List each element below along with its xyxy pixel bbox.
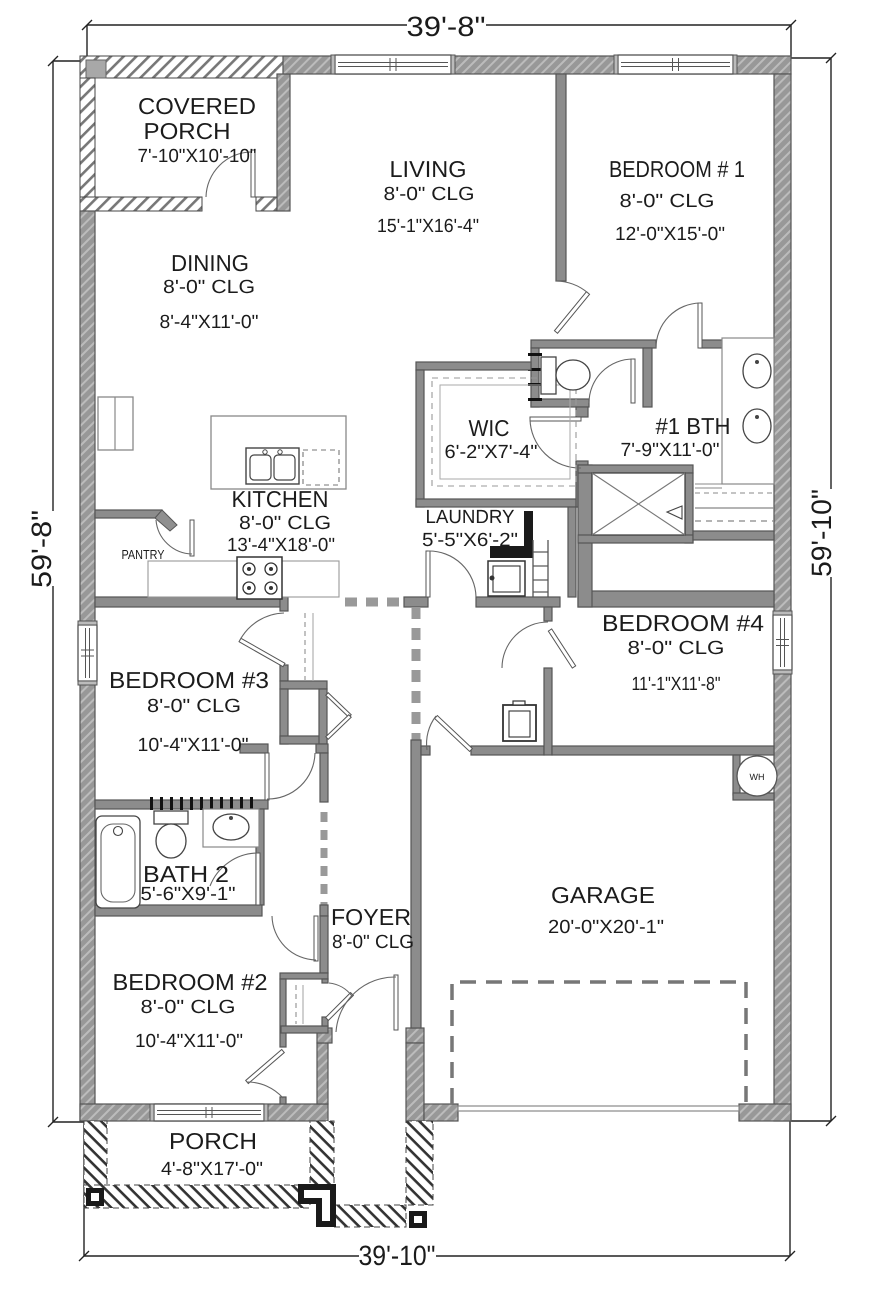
svg-text:PANTRY: PANTRY xyxy=(122,547,165,562)
svg-text:8'-0" CLG: 8'-0" CLG xyxy=(620,191,715,212)
svg-text:WIC: WIC xyxy=(469,415,510,441)
svg-text:8'-0" CLG: 8'-0" CLG xyxy=(147,696,241,717)
svg-text:39'-10": 39'-10" xyxy=(359,1240,436,1271)
svg-text:#1 BTH: #1 BTH xyxy=(656,413,731,439)
svg-text:20'-0"X20'-1": 20'-0"X20'-1" xyxy=(548,917,664,938)
svg-text:BATH 2: BATH 2 xyxy=(143,861,229,887)
svg-text:BEDROOM #4: BEDROOM #4 xyxy=(602,610,764,636)
svg-text:8'-0" CLG: 8'-0" CLG xyxy=(239,513,331,534)
svg-text:10'-4"X11'-0": 10'-4"X11'-0" xyxy=(138,735,249,756)
svg-text:15'-1"X16'-4": 15'-1"X16'-4" xyxy=(377,216,479,237)
svg-text:BEDROOM #2: BEDROOM #2 xyxy=(113,969,268,995)
svg-text:PORCH: PORCH xyxy=(169,1128,257,1154)
svg-text:39'-8": 39'-8" xyxy=(407,11,486,42)
svg-text:12'-0"X15'-0": 12'-0"X15'-0" xyxy=(615,224,725,245)
svg-text:10'-4"X11'-0": 10'-4"X11'-0" xyxy=(135,1031,243,1052)
svg-text:LIVING: LIVING xyxy=(390,156,467,182)
svg-text:11'-1"X11'-8": 11'-1"X11'-8" xyxy=(632,674,721,695)
svg-text:59'-10": 59'-10" xyxy=(806,489,837,577)
svg-text:8'-0" CLG: 8'-0" CLG xyxy=(628,638,725,659)
svg-text:BEDROOM # 1: BEDROOM # 1 xyxy=(609,156,745,182)
svg-text:COVERED: COVERED xyxy=(138,93,256,119)
svg-text:5'-6"X9'-1": 5'-6"X9'-1" xyxy=(141,884,236,905)
svg-text:8'-0" CLG: 8'-0" CLG xyxy=(163,277,255,298)
svg-text:5'-5"X6'-2": 5'-5"X6'-2" xyxy=(422,530,518,551)
svg-text:8'-4"X11'-0": 8'-4"X11'-0" xyxy=(160,312,259,333)
svg-text:DINING: DINING xyxy=(171,250,249,276)
svg-text:8'-0" CLG: 8'-0" CLG xyxy=(332,932,414,953)
svg-text:8'-0" CLG: 8'-0" CLG xyxy=(384,184,475,205)
svg-text:GARAGE: GARAGE xyxy=(551,882,655,908)
svg-text:59'-8": 59'-8" xyxy=(26,510,57,588)
svg-text:7'-10"X10'-10": 7'-10"X10'-10" xyxy=(138,146,257,167)
svg-text:FOYER: FOYER xyxy=(331,904,411,930)
svg-text:LAUNDRY: LAUNDRY xyxy=(426,507,515,528)
svg-text:BEDROOM #3: BEDROOM #3 xyxy=(109,667,269,693)
svg-text:4'-8"X17'-0": 4'-8"X17'-0" xyxy=(161,1159,263,1180)
svg-text:PORCH: PORCH xyxy=(144,118,231,144)
svg-text:7'-9"X11'-0": 7'-9"X11'-0" xyxy=(621,440,720,461)
svg-text:6'-2"X7'-4": 6'-2"X7'-4" xyxy=(445,442,538,463)
svg-text:13'-4"X18'-0": 13'-4"X18'-0" xyxy=(227,535,335,556)
svg-text:8'-0" CLG: 8'-0" CLG xyxy=(141,997,236,1018)
svg-text:WH: WH xyxy=(750,772,765,782)
svg-text:KITCHEN: KITCHEN xyxy=(232,486,329,512)
